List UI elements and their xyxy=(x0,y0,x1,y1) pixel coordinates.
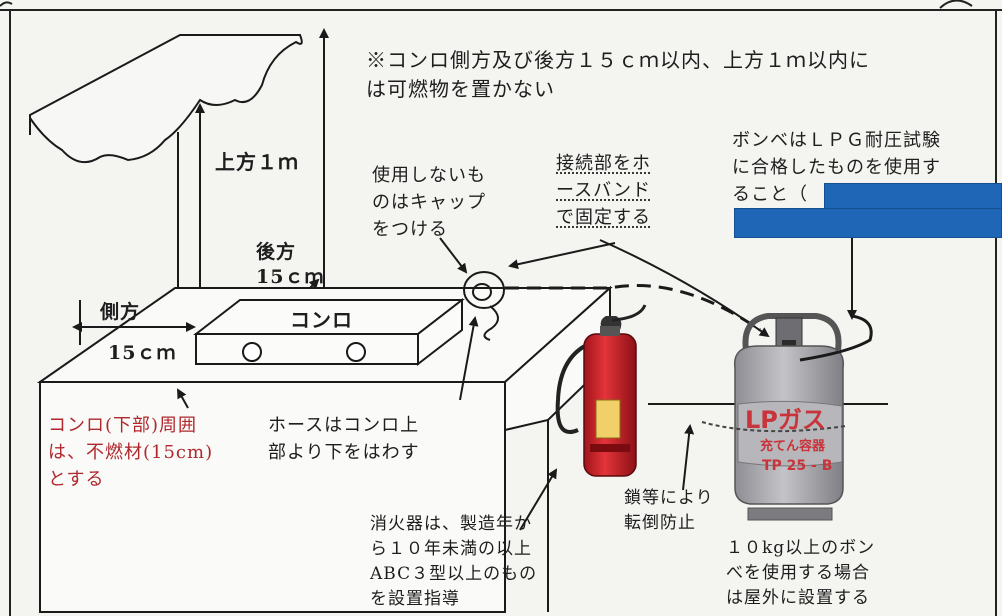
top-rule-note: ※コンロ側方及び後方１５ｃｍ以内、上方１ｍ以内に は可燃物を置かない xyxy=(366,48,870,101)
stove-label: コンロ xyxy=(290,308,353,332)
chain-note: 鎖等により 転倒防止 xyxy=(624,488,714,533)
range-hood xyxy=(29,34,303,164)
extinguisher-note: 消火器は、製造年か ら１０年未満の以上 ABC３型以上のもの を設置指導 xyxy=(370,514,538,609)
cylinder-label-line2: TP 25 - B xyxy=(762,458,832,474)
cap-note: 使用しないも のはキャップ をつける xyxy=(372,165,486,240)
cylinder-label-line1: 充てん容器 xyxy=(760,438,826,454)
hose-dashed xyxy=(505,284,761,332)
side-dimension-label: 15ｃｍ xyxy=(108,342,177,364)
redaction-bar-1 xyxy=(824,183,1002,209)
side-label: 側方 xyxy=(100,301,141,323)
hose-below-note: ホースはコンロ上 部より下をはわす xyxy=(268,415,420,463)
hose-below-arrow xyxy=(459,316,479,401)
rear-label: 後方 15ｃｍ xyxy=(256,241,325,288)
redaction-bar-2 xyxy=(734,208,1002,238)
extinguisher-arrow xyxy=(519,468,558,531)
surround-arrow xyxy=(177,388,189,409)
outdoor-note: １０kg以上のボン べを使用する場合 は屋外に設置する xyxy=(726,538,876,608)
surround-note: コンロ(下部)周囲 は、不燃材(15cm) とする xyxy=(48,415,214,490)
upper-label: 上方１ｍ xyxy=(215,150,299,174)
cylinder-requirement-note: ボンベはＬＰＧ耐圧試験 に合格したものを使用す ること（ xyxy=(732,130,941,205)
cap-arrow xyxy=(439,237,468,274)
hose-band-arrow-left xyxy=(508,242,616,270)
cylinder-brand-label: LPガス xyxy=(745,406,826,434)
stove xyxy=(193,297,465,367)
gas-cylinder xyxy=(701,313,873,521)
fire-extinguisher xyxy=(555,304,647,477)
hose-band-note: 接続部をホ ースバンド で固定する xyxy=(556,153,651,228)
hose-band-arrow-right xyxy=(599,239,770,338)
hose-coil xyxy=(463,271,505,341)
chain-arrow xyxy=(682,424,695,491)
